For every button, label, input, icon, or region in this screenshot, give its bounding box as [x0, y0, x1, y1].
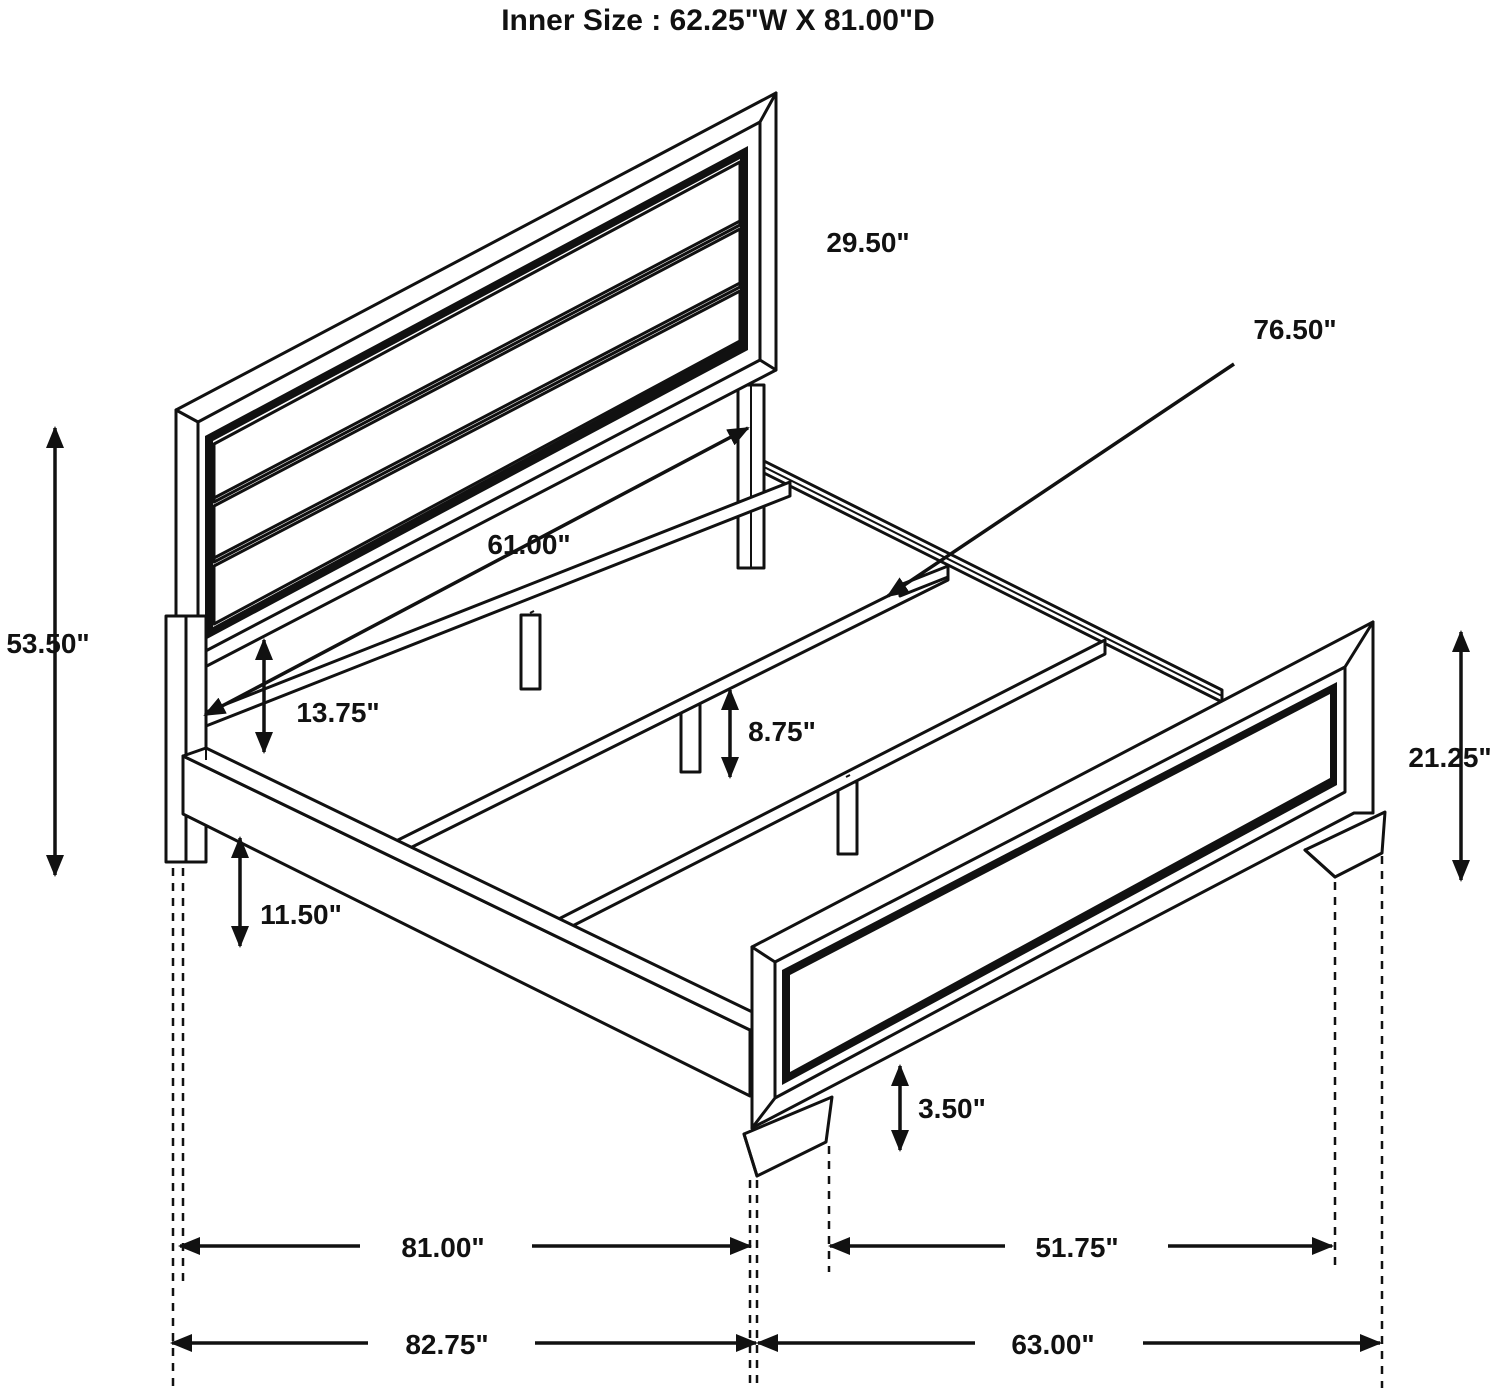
slat-support-leg [836, 780, 859, 856]
rail-clearance-label: 11.50" [260, 899, 342, 930]
slat-support-height-label: 8.75" [748, 716, 816, 747]
dimension-lines [46, 362, 1470, 1388]
overall-length-label: 82.75" [405, 1329, 488, 1360]
bed-drawing [164, 91, 1387, 1178]
overall-height-label: 53.50" [6, 628, 89, 659]
headboard [174, 91, 778, 684]
headboard-back-leg [736, 383, 766, 570]
rail-height-label: 13.75" [296, 697, 379, 728]
inner-size-title: Inner Size : 62.25"W X 81.00"D [501, 4, 935, 37]
footboard [742, 620, 1387, 1178]
headboard-front-leg [164, 614, 208, 864]
inner-width-label: 51.75" [1035, 1232, 1118, 1263]
footboard-leg-height-label: 3.50" [918, 1093, 986, 1124]
headboard-width-label: 61.00" [487, 529, 570, 560]
overall-width-label: 63.00" [1011, 1329, 1094, 1360]
inner-length-label: 81.00" [401, 1232, 484, 1263]
near-side-rail [181, 746, 775, 1098]
far-side-rail [750, 454, 1224, 704]
footboard-height-label: 21.25" [1408, 742, 1491, 773]
headboard-panel-height-label: 29.50" [826, 227, 909, 258]
slat-support-leg [519, 613, 542, 691]
rail-length-label: 76.50" [1253, 314, 1336, 345]
